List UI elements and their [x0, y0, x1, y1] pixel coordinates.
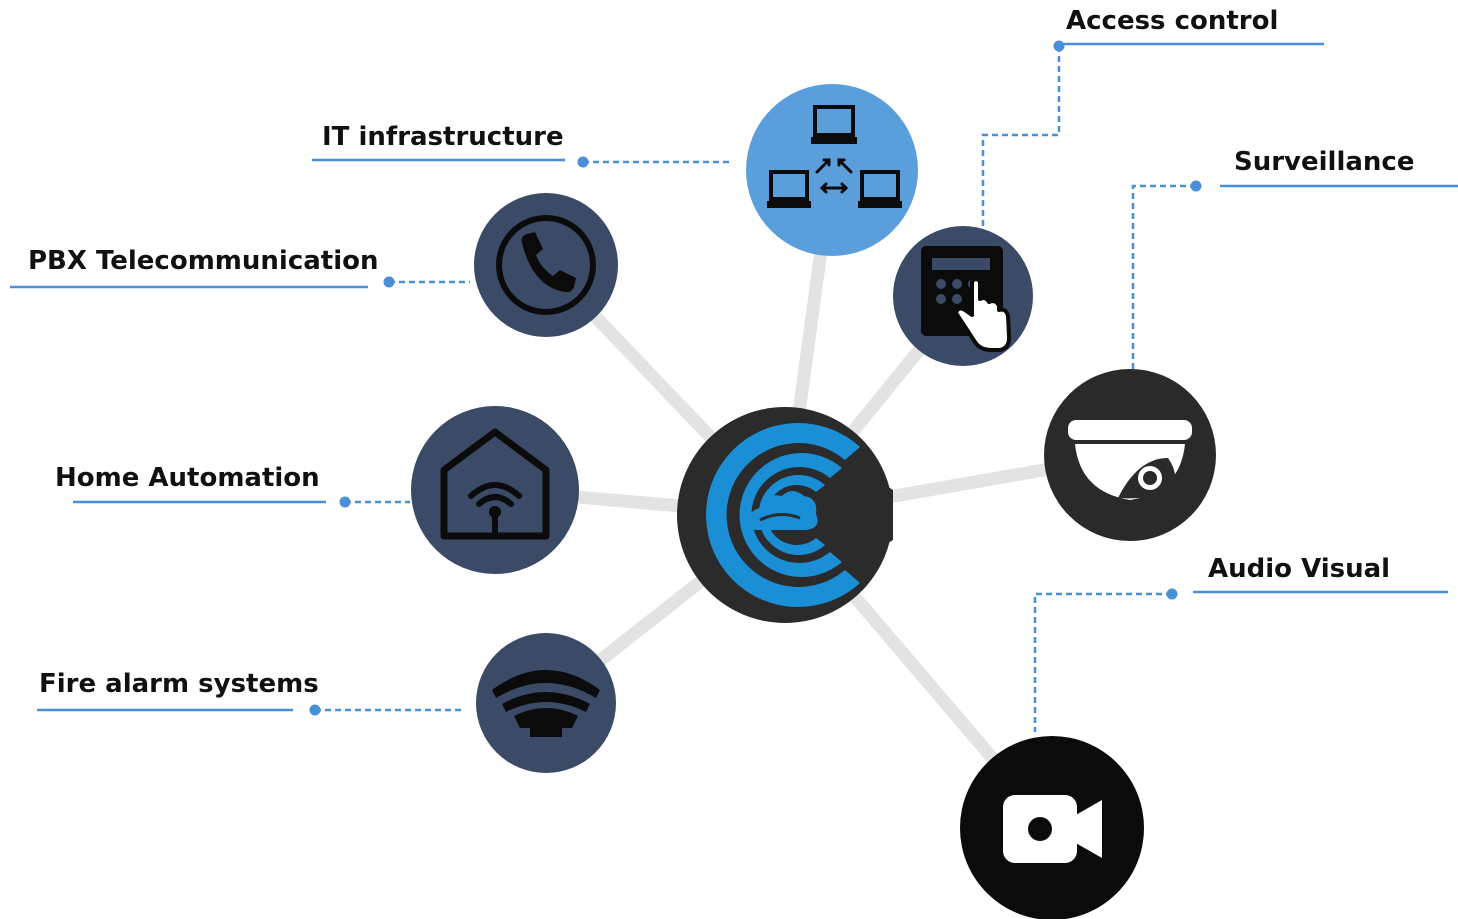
- node-access-control: [893, 226, 1033, 366]
- node-pbx-telecommunication: [474, 193, 618, 337]
- label-home-automation: Home Automation: [55, 463, 320, 493]
- video-camera-icon: [1003, 795, 1102, 863]
- keypad-hand-icon: [921, 246, 1012, 352]
- smoke-detector-icon: [492, 670, 600, 737]
- dot-home-automation: [339, 496, 351, 508]
- node-audio-visual: [960, 736, 1144, 919]
- dome-camera-icon: [1068, 420, 1192, 500]
- label-audio-visual: Audio Visual: [1208, 554, 1391, 584]
- hub-logo: [677, 407, 893, 623]
- leader-access-control: [981, 46, 1061, 226]
- leader-surveillance: [1131, 184, 1196, 370]
- dot-surveillance: [1190, 180, 1202, 192]
- phone-icon: [496, 215, 596, 315]
- node-it-infrastructure: [746, 84, 918, 256]
- node-fire-alarm-systems: [476, 633, 616, 773]
- label-fire-alarm-systems: Fire alarm systems: [39, 669, 319, 699]
- leaders: [10, 42, 1458, 732]
- dot-audio-visual: [1166, 588, 1178, 600]
- leader-audio-visual: [1033, 592, 1172, 732]
- dot-fire-alarm-systems: [309, 704, 321, 716]
- dot-it-infrastructure: [577, 156, 589, 168]
- label-it-infrastructure: IT infrastructure: [322, 122, 564, 152]
- label-surveillance: Surveillance: [1234, 147, 1415, 177]
- label-access-control: Access control: [1066, 6, 1279, 36]
- dot-pbx-telecommunication: [383, 276, 395, 288]
- label-pbx-telecommunication: PBX Telecommunication: [28, 246, 379, 276]
- node-surveillance: [1044, 369, 1216, 541]
- node-home-automation: [411, 406, 579, 574]
- network-computers-icon: [767, 105, 902, 208]
- leader-dots: [309, 40, 1202, 716]
- smart-home-icon: [440, 428, 550, 540]
- cloud-c-logo: [706, 423, 893, 607]
- dot-access-control: [1053, 40, 1065, 52]
